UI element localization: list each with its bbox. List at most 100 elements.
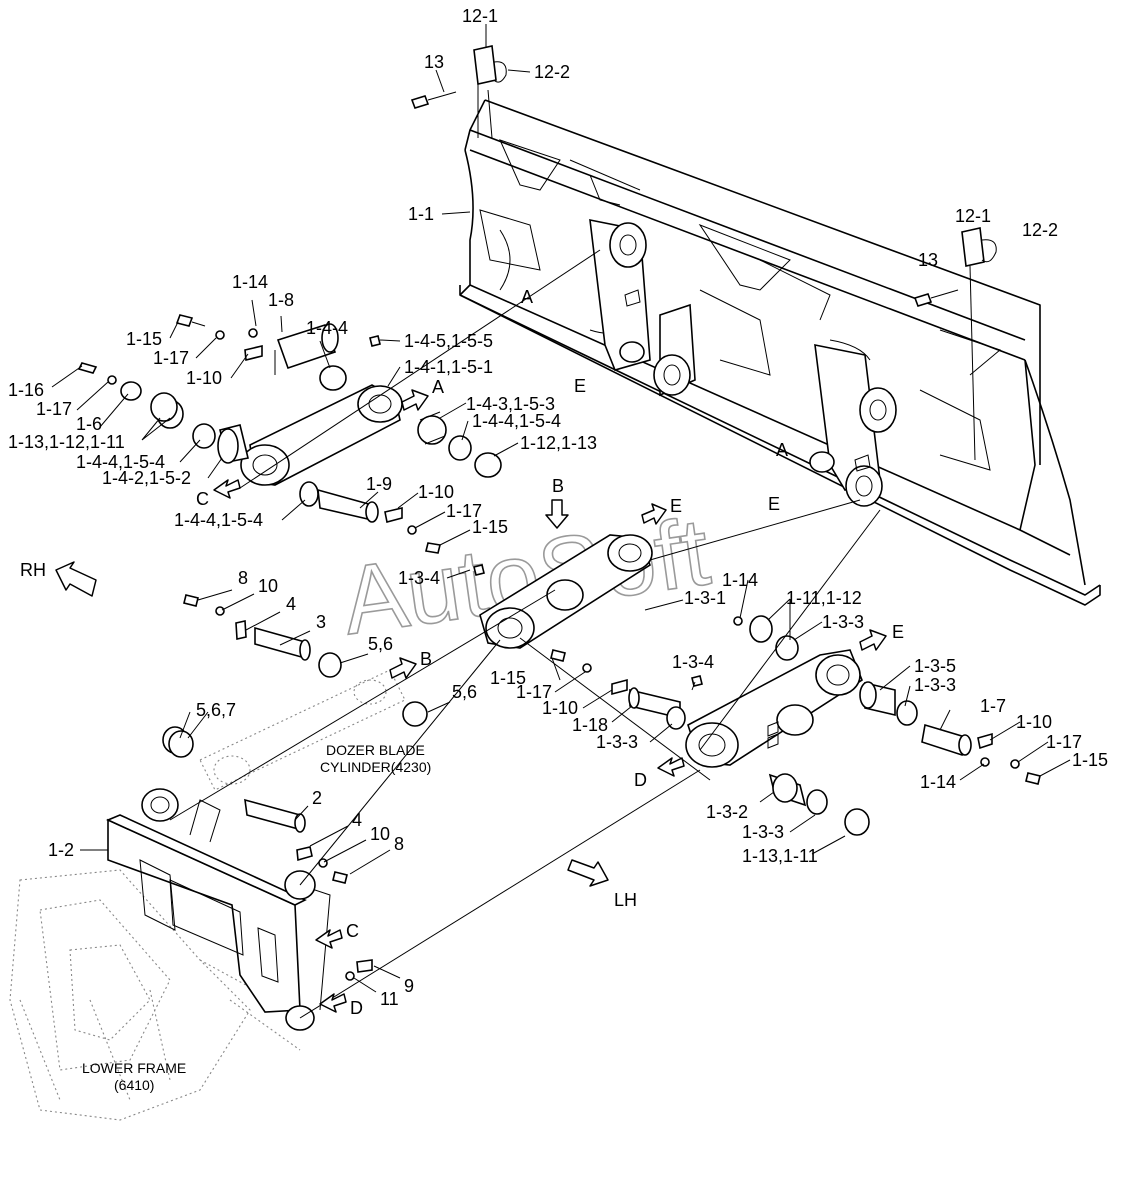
part-label: 1-3-2 bbox=[706, 802, 748, 822]
part-label: 1-10 bbox=[186, 368, 222, 388]
marker-d: D bbox=[350, 998, 363, 1018]
arrow-c-upper bbox=[213, 479, 241, 499]
part-label: 5,6 bbox=[452, 682, 477, 702]
marker-c: C bbox=[346, 921, 359, 941]
part-label: 1-10 bbox=[418, 482, 454, 502]
part-label: 1-7 bbox=[980, 696, 1006, 716]
part-label: 1-17 bbox=[1046, 732, 1082, 752]
part-label: 1-14 bbox=[920, 772, 956, 792]
part-label: 1-1 bbox=[408, 204, 434, 224]
marker-b: B bbox=[552, 476, 564, 496]
arrow-d-right bbox=[657, 757, 685, 777]
marker-e: E bbox=[892, 622, 904, 642]
part-label: 4 bbox=[286, 594, 296, 614]
dozer-cylinder-ghost bbox=[199, 669, 406, 791]
leader-lines bbox=[51, 24, 1071, 993]
part-label: 1-2 bbox=[48, 840, 74, 860]
part-label: 1-10 bbox=[1016, 712, 1052, 732]
upper-pin-parts bbox=[77, 314, 502, 554]
part-label: 5,6 bbox=[368, 634, 393, 654]
part-label: 1-3-5 bbox=[914, 656, 956, 676]
part-label: 1-3-1 bbox=[684, 588, 726, 608]
part-label: 12-1 bbox=[462, 6, 498, 26]
part-label: 9 bbox=[404, 976, 414, 996]
part-label: 1-17 bbox=[446, 501, 482, 521]
lower-frame-ghost bbox=[9, 869, 311, 1121]
part-label: 1-3-3 bbox=[596, 732, 638, 752]
part-label: 1-17 bbox=[36, 399, 72, 419]
part-label: 13 bbox=[424, 52, 444, 72]
arrow-b-down bbox=[545, 499, 569, 529]
part-label: 1-3-4 bbox=[398, 568, 440, 588]
part-label: 8 bbox=[394, 834, 404, 854]
part-label: 1-3-3 bbox=[822, 612, 864, 632]
dozer-blade bbox=[459, 99, 1101, 606]
arrow-a bbox=[401, 389, 429, 411]
part-label: 1-4-4,1-5-4 bbox=[174, 510, 263, 530]
frame-mount bbox=[105, 594, 428, 1031]
direction-lh: LH bbox=[614, 890, 637, 910]
part-labels: 12-1 12-2 13 12-1 12-2 13 1-1 1-14 1-8 1… bbox=[8, 6, 1108, 1009]
arrow-e-upper bbox=[641, 503, 667, 525]
arrow-b-mid bbox=[389, 657, 417, 679]
part-label: 1-3-3 bbox=[742, 822, 784, 842]
marker-c: C bbox=[196, 489, 209, 509]
part-label: 12-1 bbox=[955, 206, 991, 226]
right-pin-parts bbox=[550, 615, 1041, 836]
part-label: 1-17 bbox=[516, 682, 552, 702]
part-label: 12-2 bbox=[1022, 220, 1058, 240]
part-label: 1-10 bbox=[542, 698, 578, 718]
part-label: 1-4-3,1-5-3 bbox=[466, 394, 555, 414]
part-label: 1-6 bbox=[76, 414, 102, 434]
marker-d: D bbox=[634, 770, 647, 790]
caption-dozer-blade-cylinder-1: DOZER BLADE bbox=[326, 742, 425, 758]
part-label: 1-15 bbox=[126, 329, 162, 349]
part-label: 1-16 bbox=[8, 380, 44, 400]
part-label: 12-2 bbox=[534, 62, 570, 82]
part-label: 1-15 bbox=[1072, 750, 1108, 770]
part-label: 1-15 bbox=[490, 668, 526, 688]
part-label: 1-17 bbox=[153, 348, 189, 368]
part-label: 1-14 bbox=[232, 272, 268, 292]
part-label: 1-4-2,1-5-2 bbox=[102, 468, 191, 488]
caption-lower-frame-2: (6410) bbox=[114, 1077, 154, 1093]
part-label: 1-3-3 bbox=[914, 675, 956, 695]
marker-a: A bbox=[776, 440, 788, 460]
arrow-lh bbox=[567, 859, 609, 887]
marker-a: A bbox=[432, 377, 444, 397]
part-label: 1-8 bbox=[268, 290, 294, 310]
part-label: 1-13,1-11 bbox=[742, 846, 818, 866]
part-label: 1-18 bbox=[572, 715, 608, 735]
part-label: 10 bbox=[370, 824, 390, 844]
direction-rh: RH bbox=[20, 560, 46, 580]
part-label: 1-4-4,1-5-4 bbox=[76, 452, 165, 472]
part-label: 13 bbox=[918, 250, 938, 270]
bracket-top-left bbox=[410, 45, 507, 139]
part-label: 1-4-4,1-5-4 bbox=[472, 411, 561, 431]
part-label: 1-11,1-12 bbox=[786, 588, 862, 608]
marker-b: B bbox=[420, 649, 432, 669]
part-label: 1-13,1-12,1-11 bbox=[8, 432, 125, 452]
part-label: 1-12,1-13 bbox=[520, 433, 597, 453]
part-label: 10 bbox=[258, 576, 278, 596]
marker-e: E bbox=[768, 494, 780, 514]
part-label: 5,6,7 bbox=[196, 700, 236, 720]
view-arrows bbox=[55, 389, 887, 1013]
part-label: 11 bbox=[380, 989, 399, 1009]
part-label: 1-3-4 bbox=[672, 652, 714, 672]
upper-link-arm bbox=[240, 335, 403, 486]
caption-lower-frame-1: LOWER FRAME bbox=[82, 1060, 186, 1076]
part-label: 1-4-4 bbox=[306, 318, 348, 338]
marker-a: A bbox=[521, 287, 533, 307]
part-label: 1-4-1,1-5-1 bbox=[404, 357, 493, 377]
marker-e: E bbox=[670, 496, 682, 516]
part-label: 2 bbox=[312, 788, 322, 808]
part-label: 1-4-5,1-5-5 bbox=[404, 331, 493, 351]
part-label: 1-9 bbox=[366, 474, 392, 494]
part-label: 8 bbox=[238, 568, 248, 588]
view-marker-letters: A A A B B C C D D E E E E bbox=[196, 287, 904, 1018]
bracket-top-right bbox=[913, 227, 997, 461]
part-label: 1-14 bbox=[722, 570, 758, 590]
arrow-d-frame bbox=[319, 993, 347, 1013]
